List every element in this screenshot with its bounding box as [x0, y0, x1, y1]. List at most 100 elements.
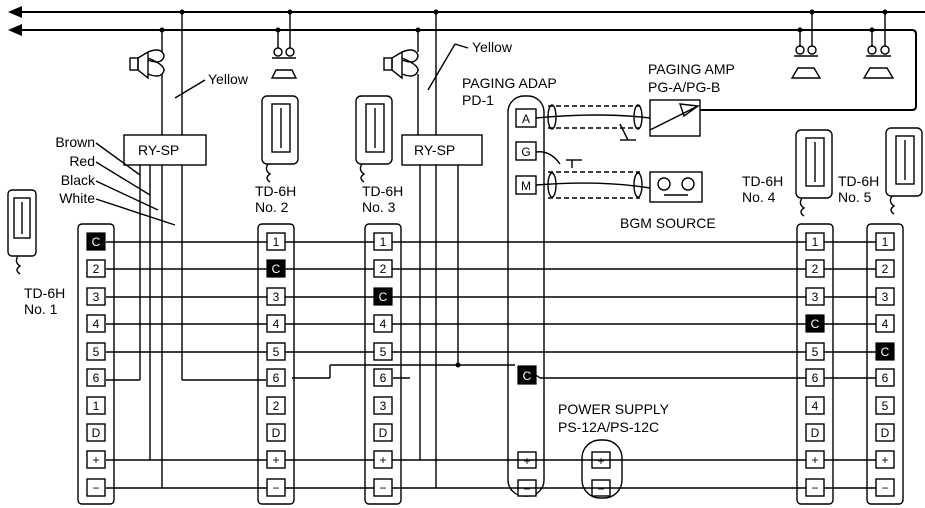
terminal-label: 2: [812, 262, 819, 276]
rysp-label: RY-SP: [138, 142, 179, 158]
terminal-box: [86, 259, 106, 278]
station-number: No. 3: [362, 199, 396, 215]
terminal-label: +: [92, 453, 99, 467]
adapter-terminal-c: C: [523, 369, 532, 383]
terminal-strip: [796, 223, 834, 505]
terminal-strip: [866, 223, 904, 505]
terminal-label: 3: [273, 290, 280, 304]
terminal-label: D: [379, 426, 388, 440]
adapter-terminal-m: M: [521, 179, 531, 193]
terminal-box: [875, 259, 895, 278]
terminal-label: 6: [93, 371, 100, 385]
terminal-label: 2: [380, 262, 387, 276]
terminal-label: 6: [273, 371, 280, 385]
power-supply-label: POWER SUPPLY: [558, 401, 670, 417]
terminal-label: 5: [812, 345, 819, 359]
terminal-box: [266, 423, 286, 442]
station-name: TD-6H: [742, 173, 783, 189]
terminal-box: [805, 314, 825, 333]
terminal-box: [875, 423, 895, 442]
terminal-box: [266, 232, 286, 251]
terminal-box: [875, 342, 895, 361]
speaker-icon: [129, 12, 183, 80]
terminal-label: +: [811, 453, 818, 467]
terminal-label: 6: [380, 371, 387, 385]
speaker-icon: [270, 12, 298, 79]
station-name: TD-6H: [838, 173, 879, 189]
terminal-box: [805, 450, 825, 469]
terminal-label: 1: [93, 399, 100, 413]
adapter-terminal-a: A: [522, 112, 530, 126]
yellow-label: Yellow: [472, 39, 513, 55]
terminal-box: [86, 423, 106, 442]
terminal-label: 2: [93, 262, 100, 276]
terminal-box: [373, 287, 393, 306]
terminal-label: −: [881, 481, 888, 495]
terminal-label: 5: [273, 345, 280, 359]
terminal-label: 6: [812, 371, 819, 385]
terminal-label: 6: [882, 371, 889, 385]
station-number: No. 4: [742, 189, 776, 205]
red-label: Red: [69, 153, 95, 169]
terminal-label: D: [881, 426, 890, 440]
white-label: White: [59, 190, 95, 206]
terminal-box: [875, 450, 895, 469]
adapter-terminal-plus: +: [523, 454, 530, 468]
rysp-label: RY-SP: [414, 142, 455, 158]
pd1-label: PD-1: [462, 92, 494, 108]
shielded-cables: [535, 104, 651, 199]
terminal-box: [875, 232, 895, 251]
terminal-label: 4: [812, 399, 819, 413]
paging-amp-label: PAGING AMP: [648, 61, 735, 77]
paging-adap-label: PAGING ADAP: [462, 75, 557, 91]
terminal-label: 2: [882, 262, 889, 276]
terminal-box: [86, 368, 106, 387]
terminal-label: C: [811, 317, 820, 331]
terminal-box: [805, 368, 825, 387]
relay-speaker-box: RY-SP: [401, 56, 483, 166]
station-number: No. 2: [255, 199, 289, 215]
terminal-label: 5: [882, 399, 889, 413]
terminal-box: [805, 396, 825, 415]
terminal-label: 3: [812, 290, 819, 304]
terminal-label: C: [379, 290, 388, 304]
terminal-label: C: [272, 262, 281, 276]
terminal-box: [266, 314, 286, 333]
terminal-label: −: [272, 481, 279, 495]
terminal-box: [805, 259, 825, 278]
terminal-box: [373, 259, 393, 278]
brown-label: Brown: [55, 134, 95, 150]
terminal-label: +: [379, 453, 386, 467]
terminal-box: [266, 450, 286, 469]
paging-amp-model: PG-A/PG-B: [648, 79, 720, 95]
terminal-label: 1: [380, 235, 387, 249]
terminal-label: 3: [380, 399, 387, 413]
terminal-box: [86, 232, 106, 251]
terminal-label: 4: [273, 317, 280, 331]
terminal-label: 4: [882, 317, 889, 331]
paging-amp: PAGING AMP PG-A/PG-B: [648, 61, 735, 137]
terminal-box: [266, 478, 286, 497]
terminal-label: 3: [882, 290, 889, 304]
terminal-box: [373, 232, 393, 251]
handset-icon: [7, 189, 37, 275]
terminal-label: 5: [380, 345, 387, 359]
terminal-box: [875, 478, 895, 497]
handset-icon: [885, 127, 923, 215]
speaker-icon: [383, 12, 437, 80]
terminal-label: 4: [93, 317, 100, 331]
terminal-box: [86, 287, 106, 306]
terminal-box: [86, 396, 106, 415]
terminal-box: [373, 396, 393, 415]
terminal-label: 5: [93, 345, 100, 359]
speaker-bus: [8, 6, 925, 111]
terminal-box: [373, 342, 393, 361]
terminal-label: D: [92, 426, 101, 440]
